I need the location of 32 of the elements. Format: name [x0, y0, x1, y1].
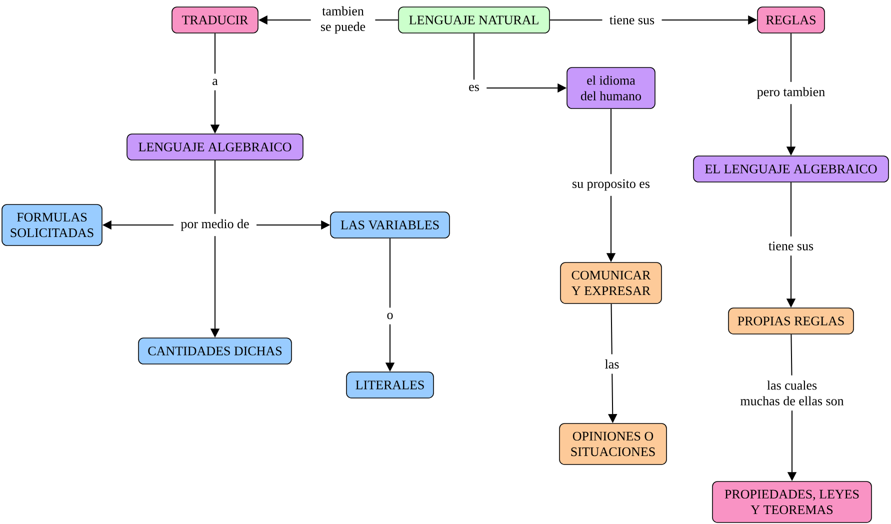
linking-phrase: tiene sus: [610, 16, 654, 24]
concept-box: el idioma del humano: [566, 67, 656, 109]
linking-phrase: tambien se puede: [320, 6, 366, 34]
concept-box: PROPIAS REGLAS: [728, 308, 854, 334]
linking-phrase: o: [387, 312, 393, 320]
linking-phrase: su proposito es: [572, 179, 650, 191]
linking-phrase: pero tambien: [757, 87, 825, 99]
concept-box: TRADUCIR: [172, 6, 258, 34]
linking-phrase: tiene sus: [768, 242, 814, 250]
concept-box: EL LENGUAJE ALGEBRAICO: [693, 156, 889, 182]
connector-line: [610, 303, 612, 355]
connector-line: [214, 32, 216, 74]
connector-line: [610, 108, 612, 175]
connector-line: [790, 32, 792, 82]
connector-line: [214, 160, 216, 214]
linking-phrase: por medio de: [180, 219, 249, 231]
concept-box: REGLAS: [757, 6, 825, 34]
concept-box: COMUNICAR Y EXPRESAR: [560, 262, 662, 304]
linking-phrase: a: [212, 78, 218, 86]
linking-phrase: las: [605, 359, 619, 369]
connector-line: [790, 334, 792, 376]
concept-box: LENGUAJE NATURAL: [398, 6, 550, 34]
concept-box: PROPIEDADES, LEYES Y TEOREMAS: [712, 481, 872, 523]
concept-box: OPINIONES O SITUACIONES: [559, 423, 667, 465]
linking-phrase: las cuales muchas de ellas son: [740, 380, 844, 406]
connector-line: [790, 182, 792, 237]
concept-box: LITERALES: [346, 372, 434, 398]
concept-box: LENGUAJE ALGEBRAICO: [126, 134, 304, 160]
linking-phrase: es: [469, 84, 479, 92]
concept-box: LAS VARIABLES: [330, 212, 450, 238]
concept-box: FORMULAS SOLICITADAS: [2, 204, 102, 246]
concept-box: CANTIDADES DICHAS: [138, 338, 292, 364]
